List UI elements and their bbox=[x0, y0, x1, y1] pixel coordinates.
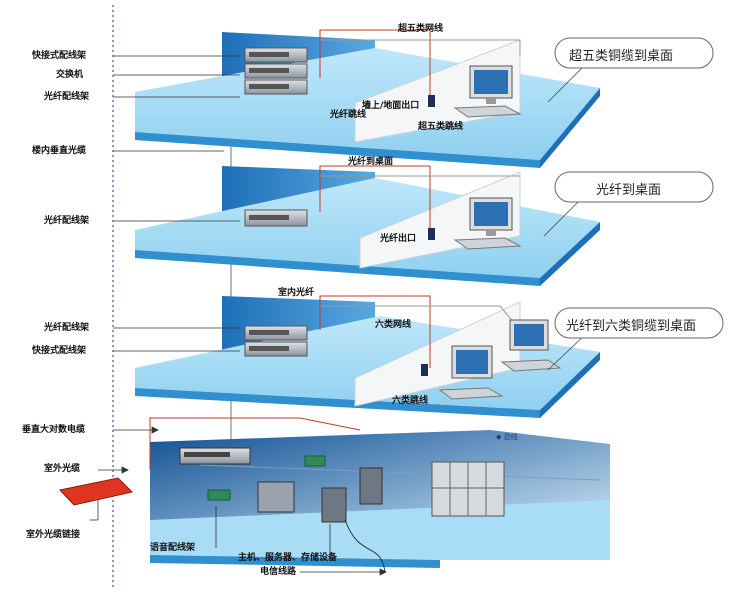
floor-1-rack bbox=[244, 47, 308, 95]
basement-storage-cabinets bbox=[431, 461, 505, 517]
callout-bubble-3 bbox=[554, 307, 724, 339]
floor-2-fiber-cable bbox=[319, 165, 431, 232]
label-quick-patch-panel-third: 快接式配线架 bbox=[32, 346, 87, 356]
floor-3 bbox=[135, 295, 600, 418]
label-quick-patch-panel-top: 快接式配线架 bbox=[32, 51, 87, 61]
label-fiber-jumper: 光纤跳线 bbox=[330, 110, 367, 120]
floor-1-slab-edge bbox=[135, 132, 540, 168]
floor-3-outlet bbox=[421, 364, 428, 376]
basement-servers bbox=[257, 467, 383, 523]
label-fiber-patch-panel-third: 光纤配线架 bbox=[44, 323, 90, 333]
floor-1 bbox=[135, 29, 600, 168]
floor-1-cable-2 bbox=[320, 39, 521, 55]
callout-bubble-1 bbox=[554, 37, 714, 69]
floor-3-slab-side bbox=[540, 352, 600, 418]
basement-telecom-cable bbox=[344, 519, 386, 573]
basement-rack-equipment bbox=[179, 447, 251, 465]
label-vertical-large-pair-cable: 垂直大对数电缆 bbox=[22, 425, 86, 435]
label-cat5e-jumper: 超五类跳线 bbox=[418, 122, 464, 132]
left-pointer-lines bbox=[90, 55, 387, 576]
label-telecom-line: 电信线路 bbox=[260, 567, 297, 577]
basement-slab-edge bbox=[150, 555, 440, 568]
label-cat6-cable: 六类网线 bbox=[375, 320, 412, 330]
label-fiber-outlet: 光纤出口 bbox=[380, 234, 417, 244]
basement-green-panel bbox=[304, 455, 326, 467]
floor-3-rack bbox=[244, 325, 308, 357]
basement-red-cable bbox=[149, 417, 361, 470]
basement bbox=[149, 417, 610, 573]
floor-2-slab-side bbox=[540, 222, 600, 286]
basement-voice-panel bbox=[207, 489, 231, 501]
callout-fiber-cat6-to-desk: 光纤到六类铜缆到桌面 bbox=[566, 319, 697, 334]
floor-2-slab-edge bbox=[135, 250, 540, 286]
callout-fiber-to-desk: 光纤到桌面 bbox=[596, 183, 662, 198]
callout-cat5e-to-desk: 超五类铜缆到桌面 bbox=[569, 49, 674, 64]
floor-2-computer-icon bbox=[453, 197, 522, 250]
floor-1-cat5e-cable bbox=[319, 29, 431, 100]
outdoor-fiber-pad bbox=[59, 477, 133, 506]
label-outdoor-fiber-link: 室外光缆链接 bbox=[26, 530, 81, 540]
basement-net-cable bbox=[199, 464, 601, 481]
label-outdoor-fiber: 室外光缆 bbox=[44, 464, 81, 474]
label-indoor-fiber: 室内光纤 bbox=[278, 288, 315, 298]
callout-bubble-2 bbox=[554, 171, 714, 203]
floor-3-computer-icon-1 bbox=[438, 345, 504, 400]
label-bus-mark: ◆ 总线 bbox=[496, 433, 518, 441]
label-voice-patch-panel: 语音配线架 bbox=[150, 543, 196, 553]
floor-2 bbox=[135, 165, 600, 286]
floor-1-outlet bbox=[428, 95, 435, 107]
floor-2-outlet bbox=[428, 228, 435, 240]
floor-3-slab-edge bbox=[135, 388, 540, 418]
label-wall-floor-outlet: 墙上/地面出口 bbox=[362, 101, 420, 111]
label-fiber-patch-panel-top: 光纤配线架 bbox=[44, 92, 90, 102]
label-building-vertical-fiber: 楼内垂直光缆 bbox=[32, 146, 87, 156]
label-fiber-to-desk: 光纤到桌面 bbox=[348, 157, 394, 167]
floor-1-computer-icon bbox=[453, 65, 522, 118]
floor-3-computer-icon-2 bbox=[500, 319, 562, 372]
label-cat6-jumper: 六类跳线 bbox=[392, 396, 429, 406]
floor-1-slab-side bbox=[540, 88, 600, 168]
label-switch: 交换机 bbox=[56, 70, 84, 80]
floor-3-indoor-fiber bbox=[319, 295, 431, 368]
floor-2-rack bbox=[244, 209, 308, 227]
label-servers-storage: 主机、服务器、存储设备 bbox=[238, 553, 338, 563]
floor-1-callout-pointer bbox=[547, 61, 589, 103]
label-fiber-patch-panel-mid: 光纤配线架 bbox=[44, 216, 90, 226]
label-cat5e-cable: 超五类网线 bbox=[398, 24, 444, 34]
